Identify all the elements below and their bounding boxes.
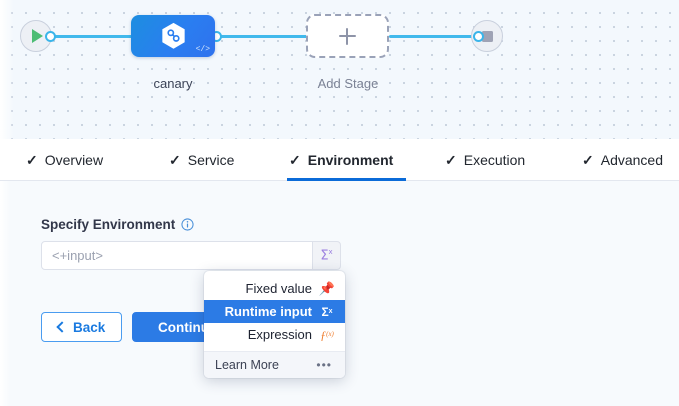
port-end-in[interactable] (473, 31, 484, 42)
tab-label: Overview (44, 152, 104, 168)
stage-config-tabbar: ✓ Overview ✓ Service ✓ Environment ✓ Exe… (0, 139, 679, 181)
check-icon: ✓ (26, 152, 38, 168)
tab-environment[interactable]: ✓ Environment (287, 139, 406, 181)
chevron-left-icon (56, 321, 68, 333)
menu-item-fixed-value[interactable]: Fixed value 📌 (204, 277, 345, 300)
menu-item-expression[interactable]: Expression ƒ(x) (204, 323, 345, 346)
tab-execution[interactable]: ✓ Execution (443, 139, 527, 181)
runtime-input-toggle-button[interactable]: Σx (312, 241, 341, 270)
back-button-label: Back (73, 319, 106, 335)
hexagon-link-icon (161, 22, 185, 49)
tab-label: Execution (463, 152, 526, 168)
specify-environment-input[interactable] (41, 241, 313, 270)
connector-add-stage-to-end (389, 35, 480, 38)
plus-icon (339, 27, 356, 45)
specify-environment-input-row: Σx (41, 241, 341, 270)
check-icon: ✓ (445, 152, 457, 168)
more-dots-icon[interactable]: ••• (316, 358, 332, 372)
tab-label: Advanced (600, 152, 664, 168)
tab-service[interactable]: ✓ Service (167, 139, 236, 181)
menu-item-label: Runtime input (224, 304, 312, 319)
learn-more-label: Learn More (215, 358, 279, 372)
stage-label-canary: canary (153, 76, 193, 91)
port-start-out[interactable] (45, 31, 56, 42)
tab-label: Environment (307, 152, 394, 168)
info-icon[interactable] (181, 218, 194, 231)
play-icon (32, 29, 43, 43)
tab-advanced[interactable]: ✓ Advanced (580, 139, 665, 181)
stage-node-canary[interactable]: </> (131, 15, 215, 57)
continue-button-label: Continue (158, 319, 217, 335)
stop-icon (481, 30, 493, 42)
add-stage-button[interactable] (306, 14, 389, 58)
field-label: Specify Environment (41, 217, 176, 232)
menu-item-label: Expression (247, 327, 312, 342)
tab-label: Service (187, 152, 235, 168)
specify-environment-label-row: Specify Environment (41, 217, 194, 232)
panel-left-fade (0, 181, 10, 406)
connector-canary-to-add-stage (215, 35, 311, 38)
pipeline-canvas[interactable]: </> canary Add Stage (0, 0, 679, 139)
add-stage-label: Add Stage (317, 76, 379, 91)
check-icon: ✓ (169, 152, 181, 168)
menu-item-label: Fixed value (245, 281, 312, 296)
connector-start-to-canary (48, 35, 144, 38)
tab-overview[interactable]: ✓ Overview (24, 139, 105, 181)
expression-fx-icon: ƒ(x) (320, 327, 334, 342)
back-button[interactable]: Back (41, 312, 123, 342)
check-icon: ✓ (582, 152, 594, 168)
canvas-left-fade (0, 0, 14, 139)
check-icon: ✓ (289, 152, 301, 168)
learn-more-row[interactable]: Learn More ••• (204, 351, 345, 378)
sigma-x-icon: Σx (320, 247, 333, 264)
code-icon: </> (195, 45, 210, 54)
pin-icon: 📌 (318, 281, 336, 296)
